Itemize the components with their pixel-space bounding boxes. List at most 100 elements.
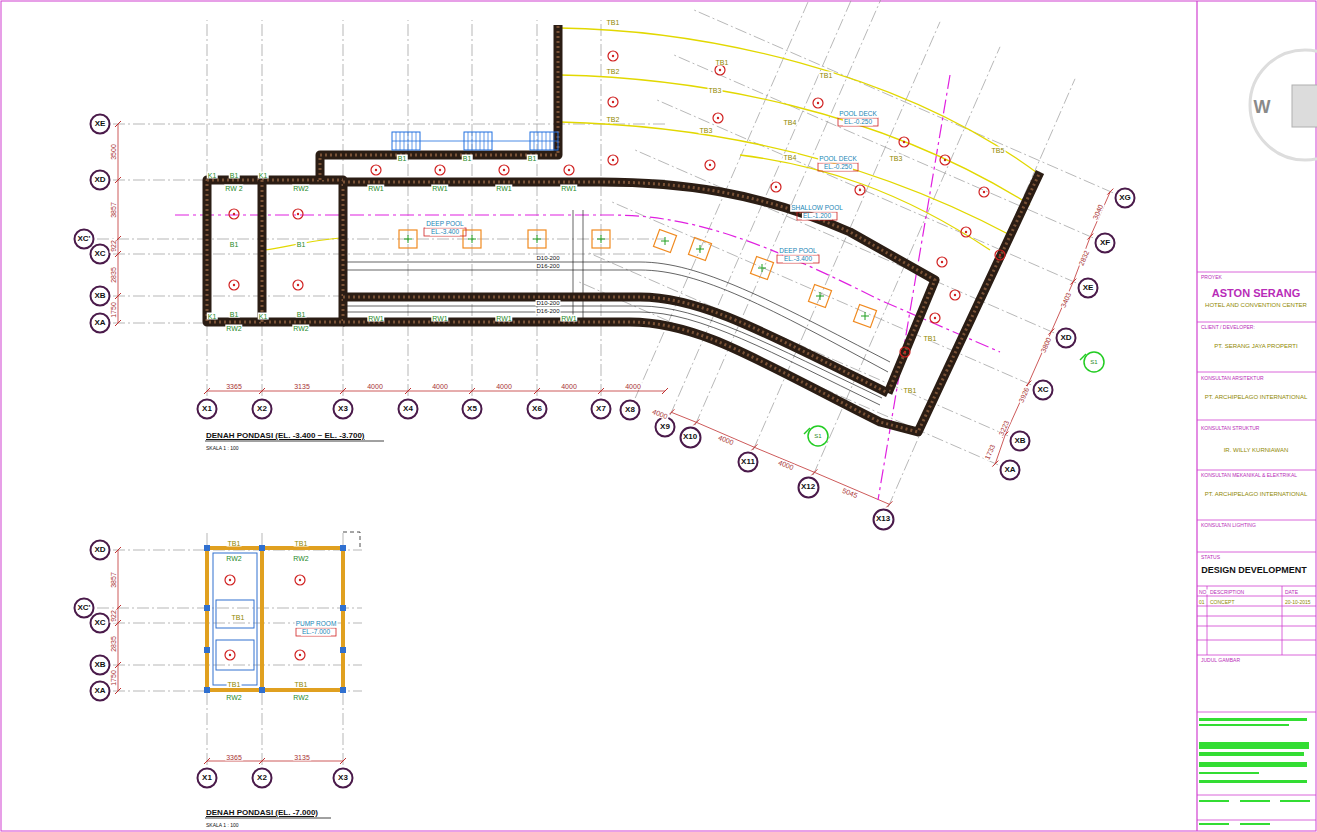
dimension-line bbox=[207, 761, 343, 762]
compass-ring bbox=[1250, 50, 1317, 160]
title-block-rule bbox=[1197, 820, 1316, 821]
pile bbox=[900, 347, 910, 357]
pile bbox=[771, 182, 781, 192]
pile-mark bbox=[758, 264, 766, 272]
dimension-text: 922 bbox=[110, 239, 117, 253]
title-block-rule bbox=[1197, 596, 1316, 597]
plan-label: RW1 bbox=[431, 185, 448, 192]
column bbox=[340, 545, 346, 551]
grid-label: XE bbox=[1077, 277, 1099, 299]
title-block-rule bbox=[1197, 470, 1316, 471]
grid-label: XC' bbox=[73, 597, 95, 619]
pile bbox=[713, 113, 723, 123]
pile-centre bbox=[709, 164, 711, 166]
plan-label: K1 bbox=[207, 313, 218, 320]
retaining-wall bbox=[343, 182, 935, 393]
pile-centre bbox=[233, 213, 235, 215]
retaining-wall bbox=[343, 297, 888, 393]
plan-label: TB3 bbox=[889, 155, 904, 162]
title-block-text: DESCRIPTION bbox=[1209, 590, 1245, 595]
plan-label: TB1 bbox=[903, 387, 918, 394]
pile-cap bbox=[653, 229, 676, 252]
plan-label: TB1 bbox=[231, 614, 246, 621]
grid-line bbox=[537, 20, 538, 396]
grid-bubble: XE bbox=[89, 113, 111, 135]
title-block-text: DESIGN DEVELOPMENT bbox=[1200, 566, 1308, 575]
notes-bar bbox=[1199, 752, 1304, 756]
title-block-rule bbox=[1197, 712, 1316, 713]
pile-centre bbox=[941, 261, 943, 263]
pile-cap bbox=[528, 230, 546, 248]
grid-label: XC' bbox=[73, 228, 95, 250]
pit-wall bbox=[260, 548, 264, 690]
dimension-text: 5045 bbox=[841, 486, 860, 499]
pile bbox=[813, 98, 823, 108]
dimension-text: 1733 bbox=[983, 443, 997, 462]
title-block-text: PROYEK bbox=[1200, 275, 1223, 280]
pile bbox=[608, 155, 618, 165]
dimension-text: 3040 bbox=[1091, 203, 1105, 222]
title-block-text: IR. WILLY KURNIAWAN bbox=[1223, 447, 1290, 453]
grid-bubble: XB bbox=[89, 285, 111, 307]
dimension-text: 3135 bbox=[293, 383, 311, 390]
title-block-text: PT. SERANG JAYA PROPERTI bbox=[1213, 343, 1298, 349]
pile-cap bbox=[750, 256, 773, 279]
pile-mark bbox=[696, 245, 704, 253]
pile bbox=[295, 575, 305, 585]
plan-label: TB1 bbox=[227, 540, 242, 547]
title-block-rule bbox=[1282, 586, 1283, 655]
grid-label: X1 bbox=[196, 767, 218, 789]
plan-label: RW2 bbox=[292, 325, 309, 332]
section-arrow bbox=[1080, 354, 1086, 360]
tie-beam bbox=[560, 28, 1040, 175]
plan-label: EL.-7.000 bbox=[301, 629, 331, 636]
title-block-text: KONSULTAN MEKANIKAL & ELEKTRIKAL bbox=[1200, 473, 1298, 478]
column bbox=[204, 647, 210, 653]
pile bbox=[293, 209, 303, 219]
dimension-text: 3500 bbox=[110, 143, 117, 161]
title-block-text: KONSULTAN ARSITEKTUR bbox=[1200, 376, 1265, 381]
plan-label: POOL DECK bbox=[818, 156, 858, 163]
pile bbox=[564, 165, 574, 175]
grid-bubble: X12 bbox=[797, 476, 820, 499]
title-block-text: CONCEPT bbox=[1209, 600, 1235, 605]
pit-wall bbox=[207, 548, 343, 690]
plan-label: RW2 bbox=[225, 694, 242, 701]
grid-bubble-circle bbox=[1011, 432, 1030, 451]
plan-label: K1 bbox=[258, 313, 269, 320]
column bbox=[340, 687, 346, 693]
plan-label: TB1 bbox=[715, 59, 730, 66]
pile-mark bbox=[861, 312, 869, 320]
plan-label: B1 bbox=[229, 172, 240, 179]
grid-bubble-circle bbox=[873, 509, 893, 529]
title-block-text: CLIENT / DEVELOPER: bbox=[1200, 325, 1256, 330]
dimension-tick bbox=[1048, 329, 1054, 335]
dimension-text: 3223 bbox=[997, 419, 1011, 438]
dimension-tick bbox=[598, 388, 604, 394]
notes-bar bbox=[1199, 800, 1229, 802]
dimension-text: 4000 bbox=[431, 383, 449, 390]
pile bbox=[225, 575, 235, 585]
grid-label: XC bbox=[89, 243, 111, 265]
grid-bubble-circle bbox=[592, 400, 611, 419]
plan-label: RW2 bbox=[292, 694, 309, 701]
grid-line bbox=[113, 124, 665, 125]
match-line bbox=[343, 532, 360, 548]
title-block-text: DATE bbox=[1284, 590, 1299, 595]
pile-centre bbox=[233, 284, 235, 286]
pit-slab bbox=[216, 640, 254, 670]
grid-bubble-circle bbox=[91, 115, 110, 134]
grid-bubble: X2 bbox=[251, 398, 273, 420]
title-block-rule bbox=[1197, 552, 1316, 553]
grid-label: XA bbox=[89, 680, 111, 702]
level-tag bbox=[797, 212, 837, 220]
pile bbox=[950, 290, 960, 300]
grid-bubble-circle bbox=[198, 769, 217, 788]
title-block-text: PT. ARCHIPELAGO INTERNATIONAL bbox=[1204, 491, 1309, 497]
dimension-tick bbox=[115, 177, 121, 183]
dimension-text: 1750 bbox=[110, 669, 117, 687]
plan-label: TB1 bbox=[923, 335, 938, 342]
pile-centre bbox=[859, 189, 861, 191]
plan-label: EL.-1.200 bbox=[802, 213, 832, 220]
pile bbox=[608, 51, 618, 61]
